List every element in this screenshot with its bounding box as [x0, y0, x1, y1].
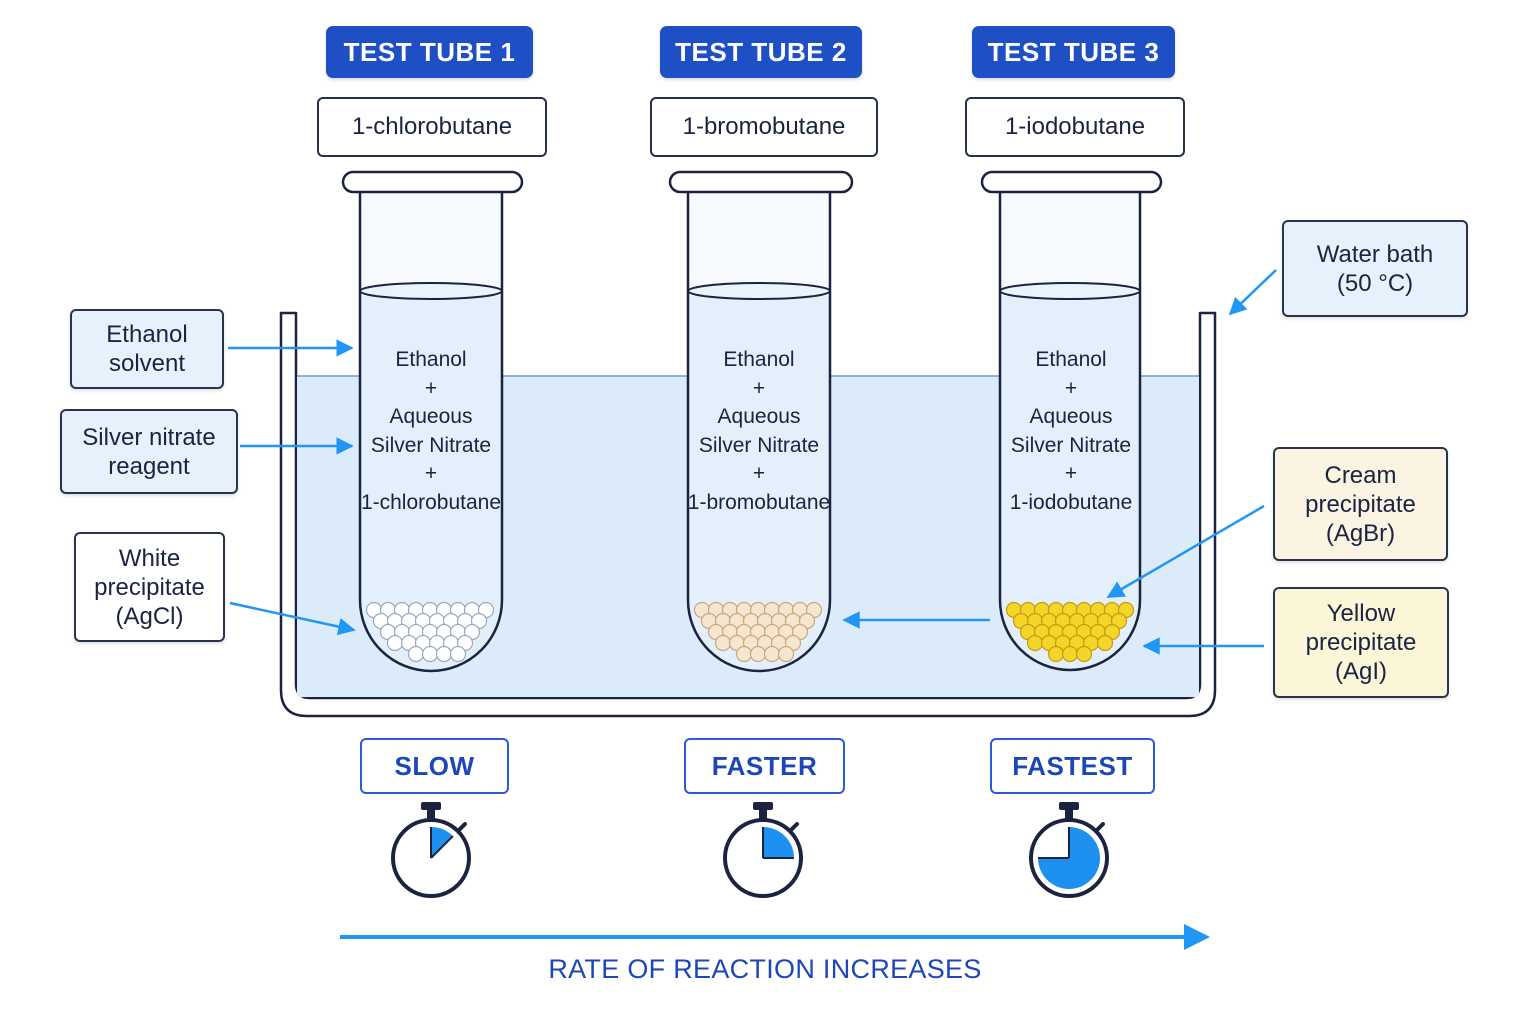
stopwatch-elapsed-fill	[431, 827, 453, 858]
cream-precipitate-arrow	[1106, 504, 1265, 599]
precipitate-granule	[386, 634, 404, 652]
precipitate-granule	[407, 645, 425, 663]
precipitate-granule	[421, 645, 439, 663]
test-tube-1-header: TEST TUBE 1	[326, 26, 533, 78]
compound-name-2: 1-bromobutane	[650, 97, 878, 157]
white-precipitate-arrow	[229, 601, 356, 636]
stopwatch-crown	[789, 822, 799, 832]
tube-1-rim	[341, 170, 524, 194]
stopwatch-icon	[723, 802, 803, 898]
tube-3-rim	[980, 170, 1163, 194]
stopwatch-stem	[759, 808, 767, 820]
stopwatch-button	[421, 802, 441, 810]
precipitate-granule	[1026, 634, 1044, 652]
precipitate-granule	[1061, 645, 1079, 663]
pointer-arrows	[228, 269, 1277, 655]
stopwatch-hand	[430, 835, 454, 859]
precipitate-granule	[777, 645, 795, 663]
stopwatch-icon	[391, 802, 471, 898]
stopwatch-button	[1059, 802, 1079, 810]
tube-2-rim	[668, 170, 854, 194]
tube-1-liquid	[360, 296, 502, 671]
tube-2-meniscus	[687, 282, 831, 300]
compound-name-3: 1-iodobutane	[965, 97, 1185, 157]
precipitate-granule	[449, 645, 467, 663]
precipitate-granule	[735, 645, 753, 663]
stopwatch-stem	[1065, 808, 1073, 820]
stopwatch-crown	[457, 822, 467, 832]
precipitate-granule	[763, 645, 781, 663]
white-precipitate	[365, 601, 495, 663]
rate-of-reaction-label: RATE OF REACTION INCREASES	[548, 954, 982, 984]
precipitate-granule	[749, 645, 767, 663]
water-bath-arrow	[1228, 269, 1277, 316]
tube-3-meniscus	[999, 282, 1141, 300]
stopwatch-button	[753, 802, 773, 810]
stopwatch-elapsed-fill	[763, 827, 794, 858]
stopwatch-icon	[1029, 802, 1109, 898]
water-bath-label: Water bath(50 °C)	[1282, 220, 1468, 317]
precipitate-granule	[1075, 645, 1093, 663]
precipitate-granule	[1096, 634, 1114, 652]
precipitate-granule	[714, 634, 732, 652]
speed-label-slow: SLOW	[360, 738, 509, 794]
compound-name-1: 1-chlorobutane	[317, 97, 547, 157]
speed-label-fastest: FASTEST	[990, 738, 1155, 794]
stopwatch-crown	[1095, 822, 1105, 832]
stopwatch-stem	[427, 808, 435, 820]
precipitate-granule	[1047, 645, 1065, 663]
speed-label-faster: FASTER	[684, 738, 845, 794]
cream-precipitate	[693, 601, 823, 663]
test-tube-2	[668, 170, 854, 673]
tube-1-meniscus	[359, 282, 503, 300]
tube-3-liquid	[1000, 296, 1140, 670]
test-tube-1	[341, 170, 524, 673]
rate-arrow-head	[1184, 924, 1210, 950]
test-tube-2-header: TEST TUBE 2	[660, 26, 862, 78]
test-tube-3	[980, 170, 1163, 672]
precipitate-granule	[435, 645, 453, 663]
yellow-precipitate	[1005, 601, 1135, 663]
tube-2-liquid	[688, 296, 830, 671]
test-tube-3-header: TEST TUBE 3	[972, 26, 1175, 78]
